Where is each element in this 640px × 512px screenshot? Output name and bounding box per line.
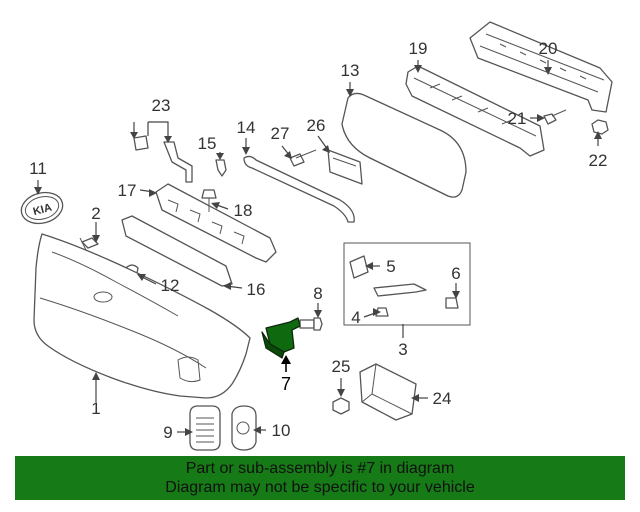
emblem-lettering: KIA bbox=[32, 202, 53, 219]
callout-2: 2 bbox=[91, 204, 100, 223]
upper-grille-panel bbox=[155, 183, 277, 263]
callout-23: 23 bbox=[152, 96, 171, 115]
fog-lamp bbox=[231, 405, 257, 451]
callout-25: 25 bbox=[332, 357, 351, 376]
callout-14: 14 bbox=[237, 118, 256, 137]
callout-24: 24 bbox=[433, 389, 452, 408]
callout-11: 11 bbox=[29, 159, 47, 178]
fog-lamp-cover bbox=[189, 405, 221, 451]
license-plate-bracket bbox=[327, 149, 363, 185]
nut-25 bbox=[332, 397, 350, 415]
bracket-assembly-3 bbox=[343, 242, 471, 326]
callout-22: 22 bbox=[589, 151, 608, 170]
callout-7: 7 bbox=[281, 374, 291, 394]
grille-molding bbox=[243, 155, 355, 223]
callout-27: 27 bbox=[271, 124, 290, 143]
callout-8: 8 bbox=[313, 284, 322, 303]
bolt-21 bbox=[543, 109, 567, 125]
callout-16: 16 bbox=[247, 280, 266, 299]
bolt-2 bbox=[79, 237, 99, 251]
callout-labels: 1 2 3 4 5 6 7 8 9 10 11 12 13 14 15 16 1… bbox=[29, 39, 607, 442]
callout-13: 13 bbox=[341, 61, 360, 80]
leader-lines bbox=[34, 60, 602, 436]
bracket-23 bbox=[133, 135, 193, 183]
callout-19: 19 bbox=[409, 39, 428, 58]
radiator-grille bbox=[341, 92, 467, 198]
callout-3: 3 bbox=[398, 340, 407, 359]
bumper-reinforcement-beam bbox=[469, 21, 613, 113]
callout-10: 10 bbox=[272, 421, 291, 440]
callout-12: 12 bbox=[161, 276, 180, 295]
parts-diagram: KIA bbox=[20, 21, 613, 451]
callout-1: 1 bbox=[91, 399, 100, 418]
callout-4: 4 bbox=[351, 308, 360, 327]
highlighted-part-7-bracket bbox=[261, 317, 301, 359]
nut-22 bbox=[591, 119, 609, 135]
bumper-cover bbox=[33, 233, 251, 399]
callout-5: 5 bbox=[386, 257, 395, 276]
radar-module bbox=[359, 363, 417, 421]
callout-15: 15 bbox=[198, 134, 217, 153]
callout-20: 20 bbox=[539, 39, 558, 58]
energy-absorber bbox=[405, 65, 545, 157]
callout-17: 17 bbox=[118, 181, 137, 200]
callout-26: 26 bbox=[307, 116, 326, 135]
kia-emblem: KIA bbox=[20, 191, 64, 225]
callout-21: 21 bbox=[508, 109, 527, 128]
callout-18: 18 bbox=[234, 201, 253, 220]
callout-6: 6 bbox=[451, 264, 460, 283]
notice-disclaimer: Diagram may not be specific to your vehi… bbox=[165, 479, 475, 496]
fitment-notice-banner: Part or sub-assembly is #7 in diagram Di… bbox=[15, 456, 625, 500]
lower-grille bbox=[121, 215, 233, 287]
bolt-8 bbox=[299, 317, 323, 331]
screw-18 bbox=[201, 189, 217, 212]
bolt-27 bbox=[289, 149, 317, 167]
callout-9: 9 bbox=[163, 423, 172, 442]
clip-15 bbox=[215, 159, 227, 177]
notice-part-number: Part or sub-assembly is #7 in diagram bbox=[185, 460, 455, 477]
